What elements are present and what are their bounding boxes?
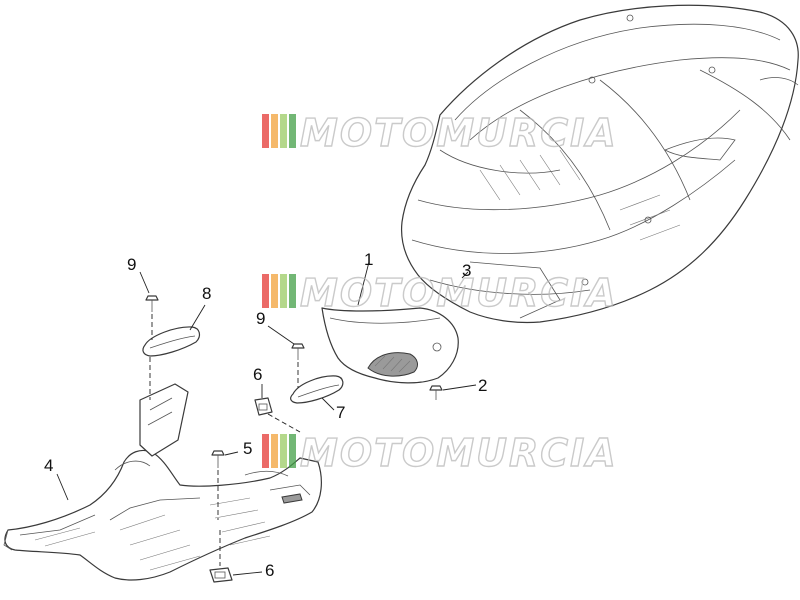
watermark-text-top: MOTOMURCIA (300, 111, 618, 155)
screw-9-left (145, 295, 159, 312)
callout-3: 3 (462, 261, 471, 280)
callout-5: 5 (243, 439, 252, 458)
clip-6-upper (254, 397, 273, 416)
watermark-top: MOTOMURCIA (262, 110, 618, 156)
clip-6-lower (209, 567, 233, 583)
cover-pad-7 (290, 375, 344, 404)
footboard (3, 383, 322, 581)
callout-2: 2 (478, 376, 487, 395)
watermark-text-bottom: MOTOMURCIA (300, 431, 618, 475)
leader-lines (56, 261, 477, 576)
callout-6-upper: 6 (253, 365, 262, 384)
rear-mudguard (321, 307, 459, 384)
callout-9-right: 9 (256, 309, 265, 328)
watermark-text-middle: MOTOMURCIA (300, 271, 618, 315)
callout-1: 1 (364, 250, 373, 269)
screw-2 (429, 385, 443, 400)
callout-6-lower: 6 (265, 561, 274, 580)
callout-7: 7 (336, 403, 345, 422)
screw-9-right (291, 343, 305, 360)
callout-8: 8 (202, 284, 211, 303)
rear-body-shell (400, 4, 799, 324)
watermark-bottom: MOTOMURCIA (262, 430, 618, 476)
cover-pad-8 (142, 326, 201, 357)
callout-4: 4 (44, 456, 53, 475)
watermark-middle: MOTOMURCIA (262, 270, 618, 316)
callout-9-left: 9 (127, 255, 136, 274)
screw-5 (211, 450, 225, 468)
callout-labels: 1 2 3 4 5 6 6 7 8 9 9 (44, 250, 487, 580)
